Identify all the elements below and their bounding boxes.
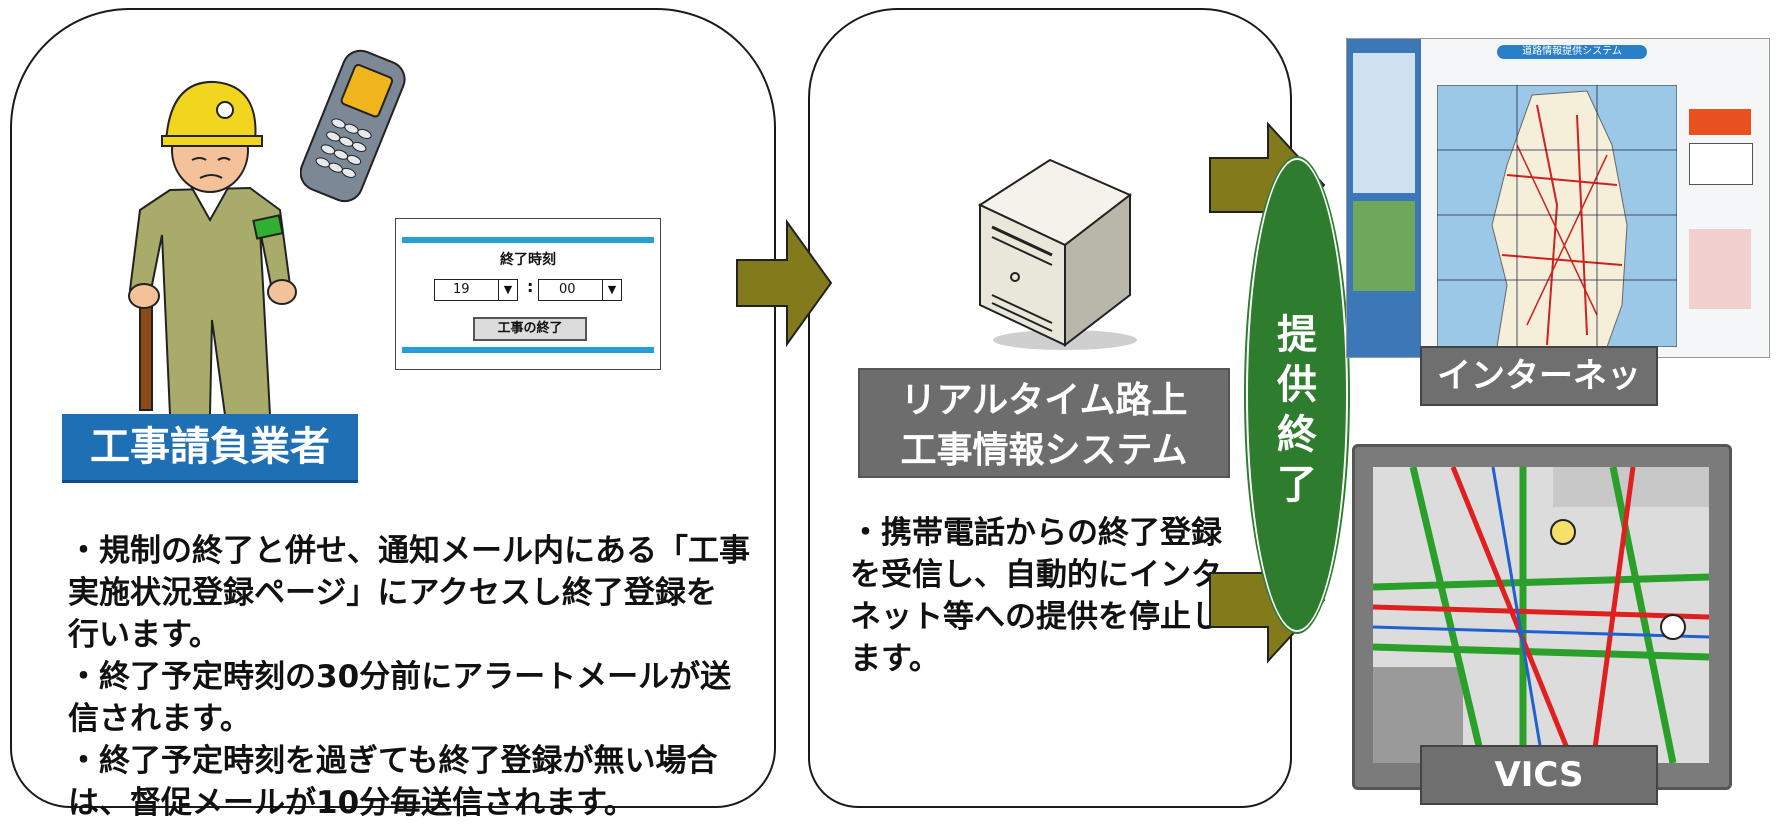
system-text-line: ネット等への提供を停止し: [850, 599, 1222, 635]
system-description: ・携帯電話からの終了登録 を受信し、自動的にインタ- ネット等への提供を停止し …: [850, 512, 1250, 680]
contractor-text-line: は、督促メールが10分毎送信されます。: [68, 785, 636, 821]
end-construction-button[interactable]: 工事の終了: [473, 317, 587, 341]
contractor-text-line: 行います。: [68, 617, 220, 653]
web-side-panel: [1689, 109, 1751, 135]
web-sidebar: [1347, 39, 1421, 357]
contractor-panel: [10, 8, 776, 808]
dropdown-arrow-icon: ▼: [602, 280, 621, 300]
status-char: 終: [1277, 412, 1317, 458]
vics-label: VICS: [1420, 745, 1658, 805]
contractor-text-line: 信されます。: [68, 701, 251, 737]
time-separator: :: [527, 277, 534, 296]
form-top-bar: [402, 237, 654, 243]
contractor-description: ・規制の終了と併せ、通知メール内にある「工事 実施状況登録ページ」にアクセスし終…: [68, 530, 758, 824]
hour-value: 19: [453, 282, 470, 297]
web-notice: [1689, 229, 1751, 309]
contractor-text-line: ・規制の終了と併せ、通知メール内にある「工事: [68, 533, 750, 569]
form-title: 終了時刻: [500, 252, 556, 268]
contractor-text-line: ・終了予定時刻の30分前にアラートメールが送: [68, 659, 732, 695]
contractor-text-line: 実施状況登録ページ」にアクセスし終了登録を: [68, 575, 717, 611]
status-char: 供: [1277, 362, 1317, 408]
internet-screenshot: 道路情報提供システム: [1346, 38, 1770, 358]
system-label-line: リアルタイム路上: [900, 380, 1188, 421]
system-text-line: ・携帯電話からの終了登録: [850, 515, 1222, 551]
web-page-title: 道路情報提供システム: [1497, 45, 1647, 59]
contractor-label: 工事請負業者: [62, 414, 358, 483]
end-time-form: 終了時刻 19 ▼ : 00 ▼ 工事の終了: [395, 218, 661, 370]
tohoku-map: [1437, 85, 1677, 347]
form-bottom-bar: [402, 347, 654, 353]
system-text-line: ます。: [850, 641, 940, 677]
vics-screen: [1352, 444, 1732, 790]
server-icon: [977, 158, 1137, 350]
mobile-phone-icon: [300, 49, 406, 203]
service-ended-badge: 提 供 終 了: [1246, 158, 1348, 632]
vics-map: [1373, 467, 1709, 763]
system-label: リアルタイム路上 工事情報システム: [858, 368, 1230, 478]
system-text-line: を受信し、自動的にインタ-: [850, 557, 1235, 593]
web-legend: [1689, 143, 1753, 185]
minute-value: 00: [559, 282, 576, 297]
minute-select[interactable]: 00 ▼: [538, 279, 622, 301]
status-char: 了: [1277, 462, 1317, 508]
flow-arrow: [736, 218, 833, 348]
internet-label: インターネット: [1420, 346, 1658, 452]
worker-illustration: [128, 80, 297, 415]
dropdown-arrow-icon: ▼: [498, 280, 517, 300]
status-char: 提: [1277, 312, 1317, 358]
contractor-text-line: ・終了予定時刻を過ぎても終了登録が無い場合: [68, 743, 718, 779]
system-label-line: 工事情報システム: [900, 430, 1188, 471]
hour-select[interactable]: 19 ▼: [434, 279, 518, 301]
